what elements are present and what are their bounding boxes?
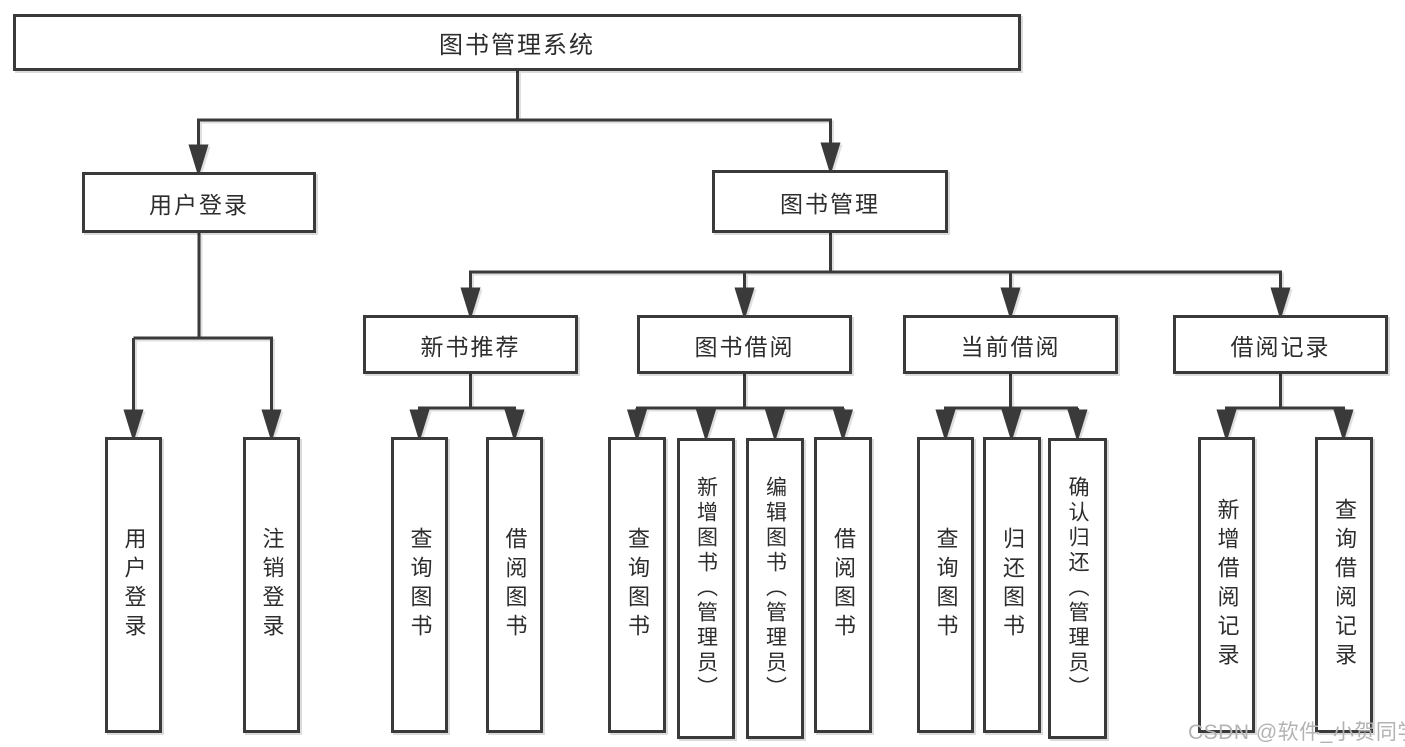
leaf-query-borrow-record: 查询借阅记录: [1315, 437, 1373, 733]
leaf-query-books-recommend: 查询图书: [391, 437, 448, 733]
node-new-book-recommendation: 新书推荐: [363, 315, 578, 374]
leaf-user-login: 用户登录: [105, 437, 162, 733]
leaf-logout: 注销登录: [243, 437, 300, 733]
leaf-confirm-return-admin: 确认归还（管理员）: [1048, 438, 1107, 739]
leaf-borrow-books-recommend: 借阅图书: [486, 437, 543, 733]
leaf-query-books-current: 查询图书: [917, 437, 974, 733]
leaf-return-book: 归还图书: [983, 437, 1041, 733]
node-borrowing-records: 借阅记录: [1173, 315, 1388, 374]
node-current-borrowing: 当前借阅: [903, 315, 1118, 374]
csdn-watermark: CSDN @软件_小贺同学: [1188, 721, 1405, 744]
leaf-borrow-books-borrowing: 借阅图书: [814, 437, 872, 733]
node-user-login: 用户登录: [82, 172, 316, 233]
node-library-management-system: 图书管理系统: [13, 14, 1021, 71]
leaf-add-book-admin: 新增图书（管理员）: [677, 438, 735, 739]
leaf-query-books-borrowing: 查询图书: [608, 437, 666, 733]
node-book-management: 图书管理: [712, 170, 948, 233]
leaf-add-borrow-record: 新增借阅记录: [1198, 437, 1255, 733]
leaf-edit-book-admin: 编辑图书（管理员）: [746, 438, 804, 739]
node-book-borrowing: 图书借阅: [637, 315, 852, 374]
